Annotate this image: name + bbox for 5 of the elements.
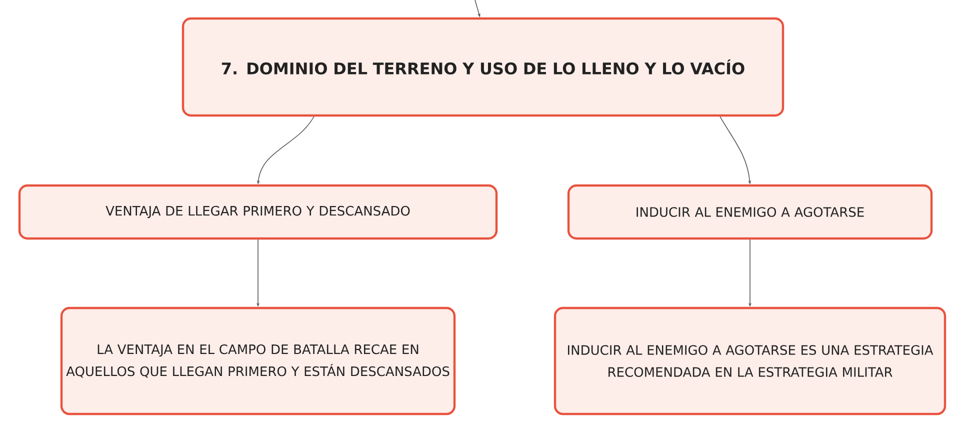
topic-box: INDUCIR AL ENEMIGO A AGOTARSE ES UNA ESTRATEGIA RECOMENDADA EN LA ESTRATEGIA MILITAR — [554, 306, 946, 416]
topic-box: LA VENTAJA EN EL CAMPO DE BATALLA RECAE EN AQUELLOS QUE LLEGAN PRIMERO Y ESTÁN DESCANSADOS — [60, 306, 456, 416]
topic-box: VENTAJA DE LLEGAR PRIMERO Y DESCANSADO — [18, 184, 498, 240]
topic-box: 7. DOMINIO DEL TERRENO Y USO DE LO LLENO Y LO VACÍO — [182, 17, 784, 117]
topic-box: INDUCIR AL ENEMIGO A AGOTARSE — [567, 184, 933, 240]
